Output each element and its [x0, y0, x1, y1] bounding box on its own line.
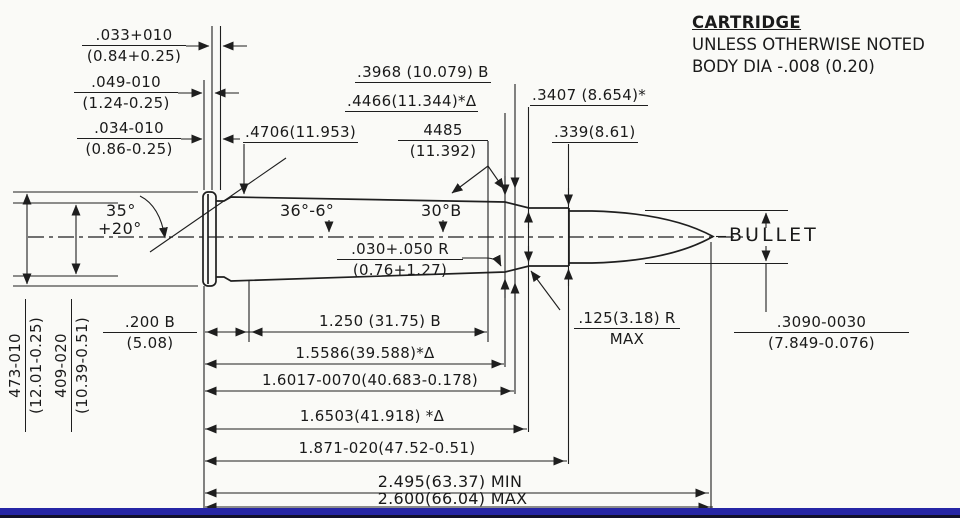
dim-in: .049-010 — [74, 73, 178, 93]
dim-mm: (10.39-0.51) — [73, 316, 91, 415]
note-line-1: UNLESS OTHERWISE NOTED — [692, 35, 925, 54]
dim-rim-detail-1: .033+010 (0.84+0.25) — [82, 26, 186, 65]
dim-len-16017: 1.6017-0070(40.683-0.178) — [261, 371, 479, 389]
dim-mm: (12.01-0.25) — [27, 316, 45, 415]
case-top-edge — [216, 196, 569, 209]
dim-in: .125(3.18) R — [574, 309, 680, 329]
dim-mouth-radius: .125(3.18) R MAX — [574, 309, 680, 348]
dim-mm: (7.849-0.076) — [768, 334, 875, 352]
dim-body-dia-front: .4706(11.953) — [243, 123, 359, 143]
dim-shoulder-dia-delta: .4466(11.344)*Δ — [345, 92, 479, 112]
dim-mm: (11.392) — [409, 142, 477, 160]
dim-in: .3090-0030 — [734, 313, 909, 333]
case-bottom-edge — [216, 265, 569, 282]
dim-junction-radius: .030+.050 R (0.76+1.27) — [337, 240, 463, 279]
dim-in: 4485 — [398, 121, 488, 141]
dim-body-angle: 36°-6° — [280, 201, 335, 220]
dim-in: .034-010 — [77, 119, 181, 139]
bullet-label: BULLET — [729, 224, 819, 246]
drawing-title: CARTRIDGE — [692, 13, 802, 32]
dim-mm: (5.08) — [126, 334, 174, 352]
dim-len-16503: 1.6503(41.918) *Δ — [299, 407, 445, 425]
dim-rim-angle: 35° +20° — [98, 201, 142, 238]
dim-base-dia: 409-020 (10.39-0.51) — [52, 299, 91, 432]
dimension-lines — [13, 26, 788, 512]
footer-blue-bar — [0, 508, 960, 515]
dim-len-15586: 1.5586(39.588)*Δ — [295, 344, 435, 362]
dim-shoulder-angle: 30°B — [421, 201, 462, 220]
dim-neck-dia-rear: .3407 (8.654)* — [530, 86, 649, 106]
dim-rim-dia: 473-010 (12.01-0.25) — [6, 299, 45, 432]
dim-len-body-b: 1.250 (31.75) B — [319, 312, 441, 330]
dim-len-min: 2.495(63.37) MIN — [377, 472, 523, 491]
dim-bullet-dia: .3090-0030 (7.849-0.076) — [734, 313, 909, 352]
dim-mm: (0.76+1.27) — [352, 261, 448, 279]
dim-in: 473-010 — [6, 299, 26, 432]
dim-rim-detail-3: .034-010 (0.86-0.25) — [77, 119, 181, 158]
footer-dark-bar — [0, 515, 960, 518]
rim-outline — [202, 191, 217, 287]
dim-mm: (0.86-0.25) — [85, 140, 173, 158]
dim-len-max: 2.600(66.04) MAX — [377, 489, 528, 508]
dim-in: .200 B — [103, 313, 197, 333]
dim-shoulder-dia: 4485 (11.392) — [398, 121, 488, 160]
dim-in: 409-020 — [52, 299, 72, 432]
dim-mm: MAX — [609, 330, 645, 348]
dim-in: .033+010 — [82, 26, 186, 46]
title-block: CARTRIDGE UNLESS OTHERWISE NOTED BODY DI… — [692, 12, 925, 78]
dim-in: .030+.050 R — [337, 240, 463, 260]
dim-neck-dia-mouth: .339(8.61) — [552, 123, 638, 143]
dim-mm: (0.84+0.25) — [86, 47, 182, 65]
dim-len-head: .200 B (5.08) — [103, 313, 197, 352]
note-line-2: BODY DIA -.008 (0.20) — [692, 57, 875, 76]
dim-mm: (1.24-0.25) — [82, 94, 170, 112]
dim-len-1871: 1.871-020(47.52-0.51) — [298, 439, 476, 457]
dim-neck-dia-b: .3968 (10.079) B — [355, 63, 491, 83]
dim-rim-detail-2: .049-010 (1.24-0.25) — [74, 73, 178, 112]
